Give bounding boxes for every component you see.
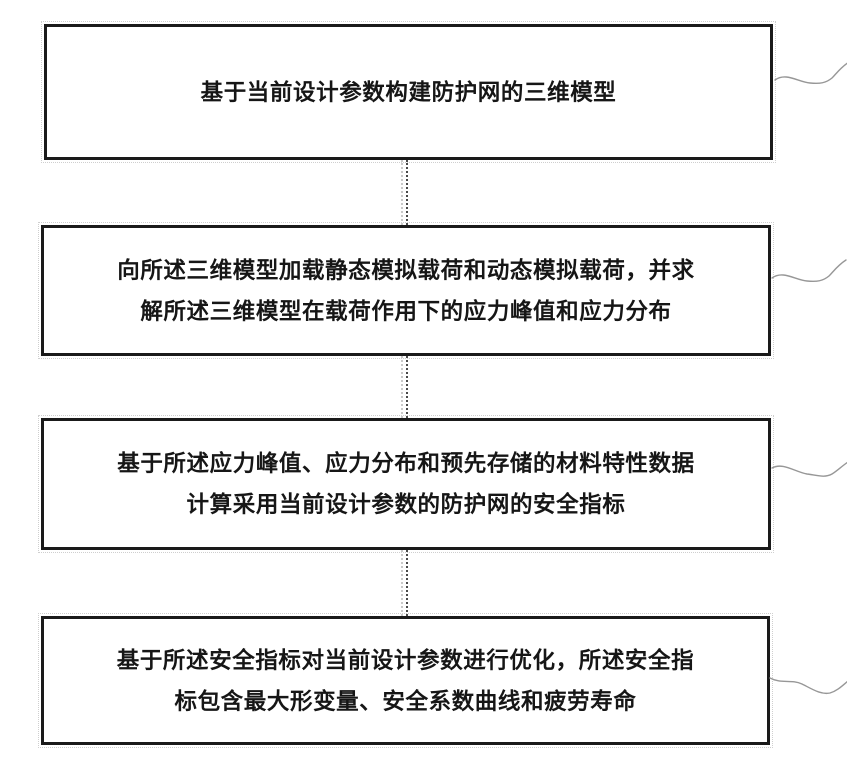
flow-step-1: 基于当前设计参数构建防护网的三维模型 [41, 21, 776, 163]
connector-step2-step3 [399, 356, 409, 418]
flow-step-3-text-line1: 基于所述应力峰值、应力分布和预先存储的材料特性数据 [117, 451, 695, 476]
leader-squiggle-3 [771, 461, 847, 477]
flow-step-3-text-line2: 计算采用当前设计参数的防护网的安全指标 [186, 492, 626, 517]
flow-step-4-text-line1: 基于所述安全指标对当前设计参数进行优化，所述安全指 [116, 647, 695, 673]
flow-step-2-text-line2: 解所述三维模型在载荷作用下的应力峰值和应力分布 [140, 298, 672, 324]
connector-step3-step4 [399, 550, 409, 616]
leader-squiggle-4 [769, 677, 847, 695]
flow-step-2-text-line1: 向所述三维模型加载静态模拟载荷和动态模拟载荷，并求 [117, 257, 695, 283]
leader-squiggle-1 [774, 62, 847, 85]
connector-ghost-line [401, 356, 403, 418]
connector-step1-step2 [399, 160, 409, 225]
connector-main-line [406, 160, 408, 225]
flow-step-4-text-line2: 标包含最大形变量、安全系数曲线和疲劳寿命 [174, 688, 637, 714]
connector-main-line [406, 550, 408, 616]
flow-step-1-text: 基于当前设计参数构建防护网的三维模型 [200, 79, 617, 105]
flow-step-3: 基于所述应力峰值、应力分布和预先存储的材料特性数据 计算采用当前设计参数的防护网… [38, 415, 774, 553]
leader-squiggle-2 [771, 259, 847, 283]
flow-step-4: 基于所述安全指标对当前设计参数进行优化，所述安全指 标包含最大形变量、安全系数曲… [38, 613, 773, 748]
flow-step-2: 向所述三维模型加载静态模拟载荷和动态模拟载荷，并求 解所述三维模型在载荷作用下的… [38, 222, 774, 359]
connector-ghost-line [401, 160, 403, 225]
connector-ghost-line [401, 550, 403, 616]
connector-main-line [406, 356, 408, 418]
